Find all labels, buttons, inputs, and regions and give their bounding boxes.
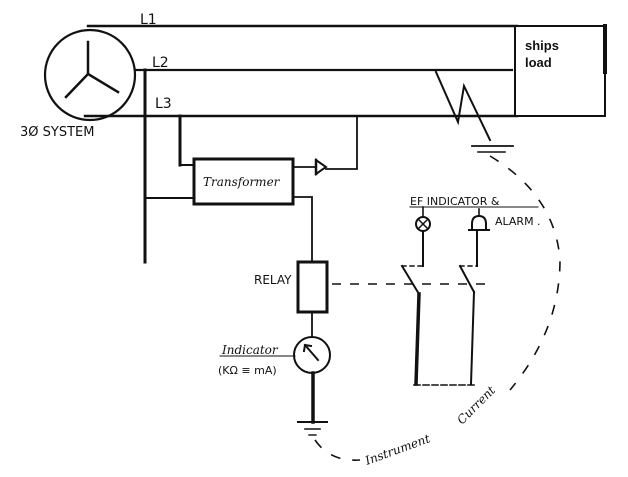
relay-label: RELAY	[254, 273, 292, 287]
relay-contact-alarm	[458, 264, 478, 386]
earth-ground-icon	[297, 421, 328, 436]
alarm-label: ALARM .	[495, 215, 541, 228]
lamp-cross-icon	[415, 216, 431, 232]
current-path-label-1: Instrument	[362, 431, 432, 468]
label-l2: L2	[152, 55, 169, 71]
current-path-label-2: Current	[454, 383, 498, 427]
indicator-range-label: (KΩ ≡ mA)	[218, 364, 277, 377]
relay-contact-lamp	[400, 264, 424, 386]
diode-icon	[314, 158, 328, 176]
earth-fault	[434, 70, 514, 153]
indicator-meter	[293, 336, 331, 374]
transformer: Transformer	[192, 157, 295, 206]
transformer-label: Transformer	[203, 175, 281, 189]
instrument-current-path	[489, 155, 561, 391]
ef-indicator-label: EF INDICATOR &	[410, 195, 500, 208]
alarm-bell-icon	[468, 214, 490, 231]
label-l3: L3	[155, 96, 172, 112]
supply-lines	[83, 24, 519, 118]
load-label-line2: load	[525, 55, 552, 70]
ships-load-box: ships load	[514, 24, 607, 117]
label-l1: L1	[140, 12, 157, 28]
relay-coil	[296, 260, 329, 314]
earth-ground-icon	[471, 145, 514, 153]
meter-needle-icon	[302, 343, 320, 362]
system-label: 3Ø SYSTEM	[20, 125, 94, 140]
indicator-label: Indicator	[221, 343, 279, 357]
load-label-line1: ships	[525, 38, 559, 53]
three-phase-generator	[43, 28, 137, 122]
